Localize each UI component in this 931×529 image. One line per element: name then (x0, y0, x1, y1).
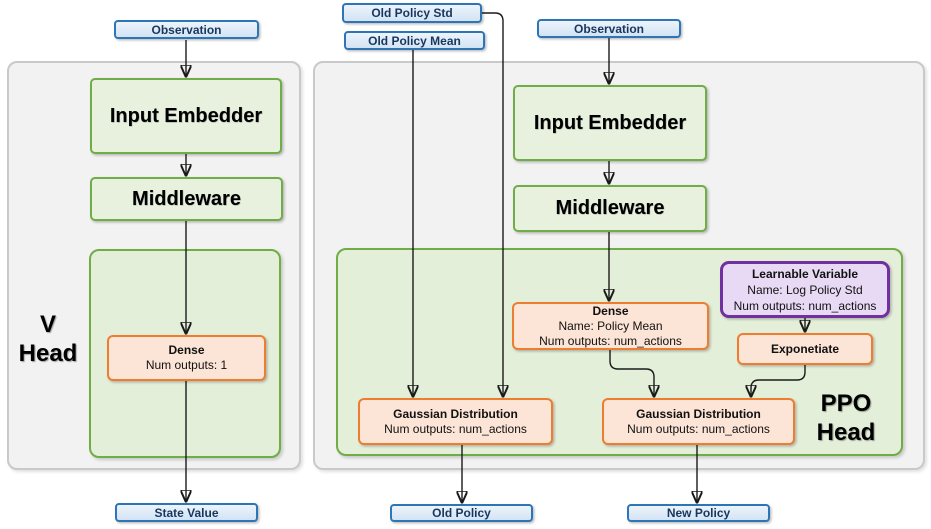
old-policy-mean-label: Old Policy Mean (368, 33, 461, 48)
dense-outputs: Num outputs: num_actions (539, 333, 682, 348)
dense-policy-mean-node: Dense Name: Policy Mean Num outputs: num… (512, 302, 709, 350)
learnable-variable-name: Name: Log Policy Std (747, 282, 863, 297)
dense-node-v: Dense Num outputs: 1 (107, 335, 266, 381)
old-policy-mean-node: Old Policy Mean (344, 31, 485, 50)
gaussian-distribution-old-node: Gaussian Distribution Num outputs: num_a… (358, 398, 553, 445)
observation-node-ppo: Observation (537, 19, 681, 38)
input-embedder-node-v: Input Embedder (90, 78, 282, 154)
dense-title: Dense (592, 303, 629, 318)
exponetiate-node: Exponetiate (737, 333, 873, 365)
gaussian-new-title: Gaussian Distribution (636, 406, 761, 421)
v-head-title-line2: Head (18, 340, 78, 367)
gaussian-new-outputs: Num outputs: num_actions (627, 421, 770, 436)
input-embedder-label: Input Embedder (109, 104, 263, 127)
learnable-variable-node: Learnable Variable Name: Log Policy Std … (720, 261, 890, 318)
gaussian-old-outputs: Num outputs: num_actions (384, 421, 527, 436)
middleware-label: Middleware (555, 197, 665, 219)
v-head-title-line1: V (39, 311, 56, 338)
middleware-node-v: Middleware (90, 177, 283, 221)
state-value-node: State Value (115, 503, 258, 522)
dense-outputs: Num outputs: 1 (145, 358, 228, 372)
learnable-variable-title: Learnable Variable (751, 266, 859, 281)
ppo-head-title: PPO Head (801, 389, 891, 447)
gaussian-old-title: Gaussian Distribution (393, 406, 518, 421)
new-policy-node: New Policy (627, 504, 770, 522)
dense-title: Dense (168, 343, 205, 357)
input-embedder-node-ppo: Input Embedder (513, 85, 707, 161)
observation-label: Observation (151, 22, 222, 37)
exponetiate-label: Exponetiate (770, 341, 839, 356)
ppo-head-title-line2: Head (816, 419, 876, 446)
middleware-node-ppo: Middleware (513, 185, 707, 232)
old-policy-node: Old Policy (390, 504, 533, 522)
observation-node-v: Observation (114, 20, 259, 39)
old-policy-std-label: Old Policy Std (371, 6, 453, 20)
new-policy-label: New Policy (666, 506, 731, 520)
ppo-head-title-line1: PPO (820, 390, 872, 417)
v-head-title: V Head (8, 310, 88, 368)
gaussian-distribution-new-node: Gaussian Distribution Num outputs: num_a… (602, 398, 795, 445)
state-value-label: State Value (154, 505, 219, 520)
old-policy-label: Old Policy (432, 506, 491, 520)
observation-label: Observation (573, 21, 645, 36)
middleware-label: Middleware (132, 187, 241, 210)
dense-name: Name: Policy Mean (558, 318, 663, 333)
old-policy-std-node: Old Policy Std (342, 3, 482, 23)
learnable-variable-outputs: Num outputs: num_actions (733, 298, 877, 313)
input-embedder-label: Input Embedder (533, 111, 687, 134)
